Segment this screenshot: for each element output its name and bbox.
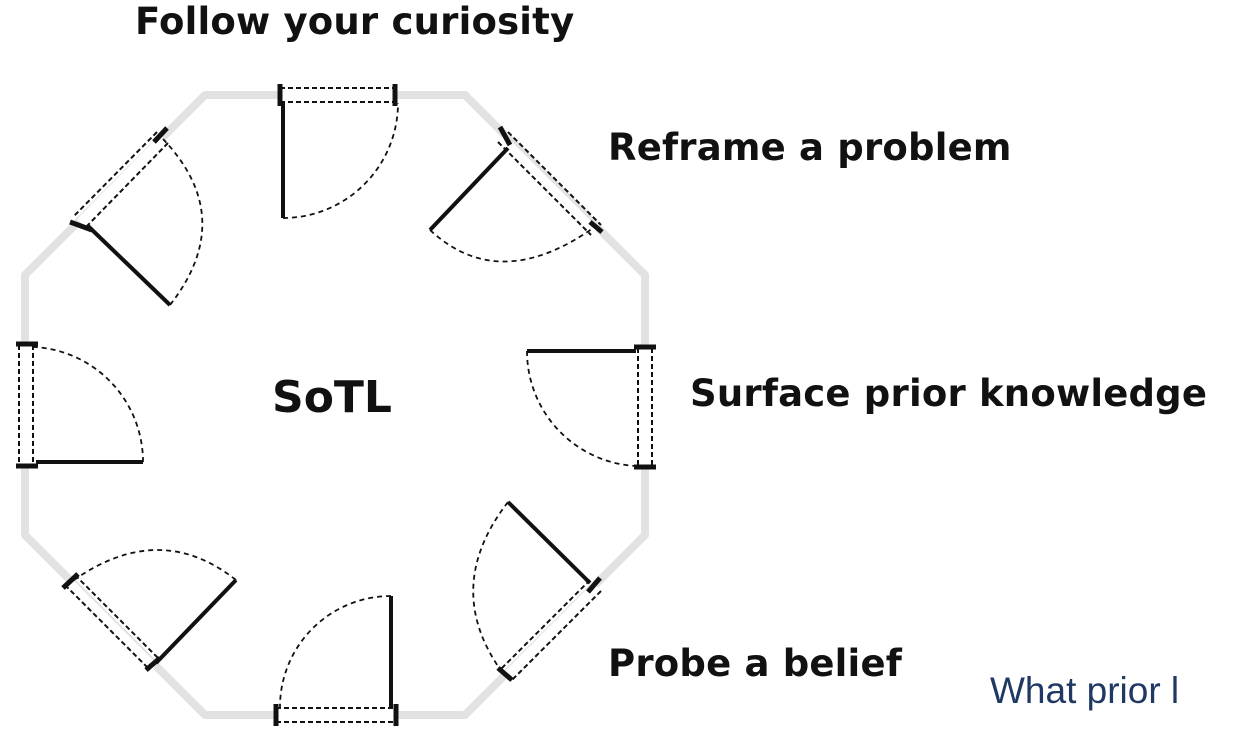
label-surface-prior-knowledge: Surface prior knowledge	[690, 372, 1208, 415]
door-lower-right	[472, 500, 602, 682]
clipped-question-text: What prior l	[990, 670, 1180, 711]
label-probe-a-belief: Probe a belief	[608, 642, 903, 685]
label-follow-your-curiosity: Follow your curiosity	[135, 0, 575, 43]
door-upper-right	[428, 125, 604, 263]
door-top	[277, 84, 399, 219]
label-reframe-a-problem: Reframe a problem	[608, 126, 1012, 169]
door-bottom	[273, 595, 399, 726]
door-lower-left	[61, 549, 238, 672]
door-upper-left	[69, 126, 204, 307]
center-label-sotl: SoTL	[272, 372, 392, 423]
door-right	[526, 344, 656, 470]
door-left	[16, 341, 144, 469]
